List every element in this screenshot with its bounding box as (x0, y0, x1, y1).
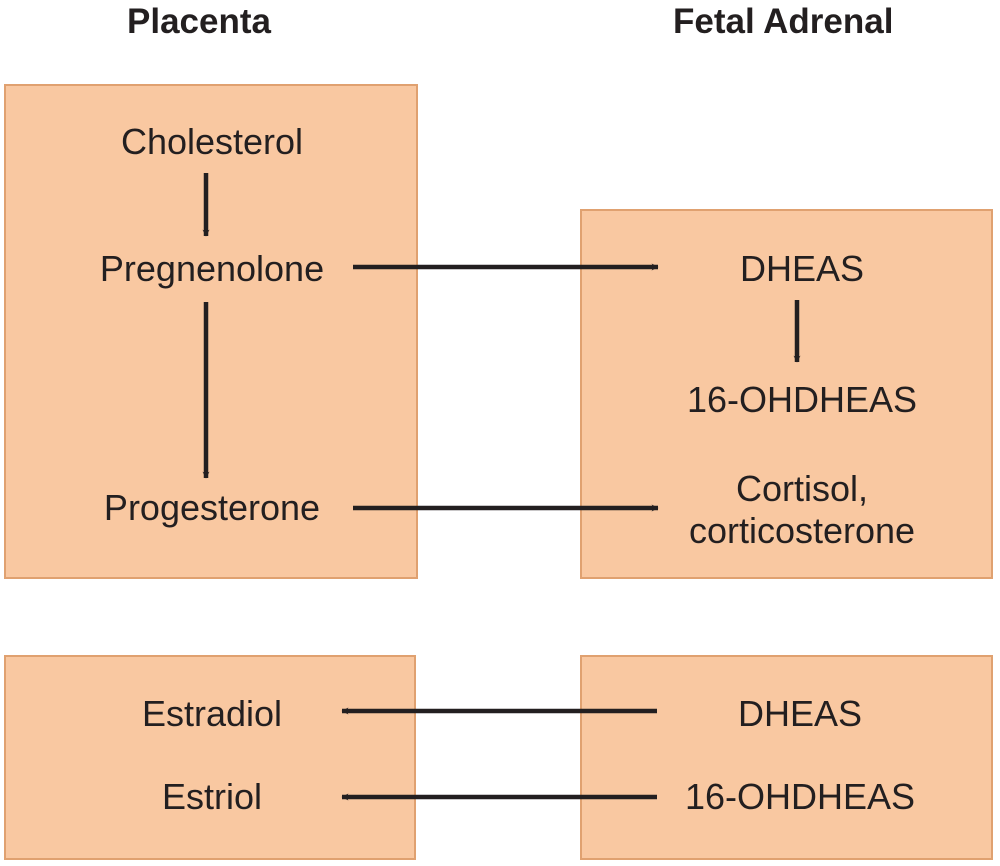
placenta-header: Placenta (127, 2, 271, 41)
placenta-synthesis-box (4, 84, 418, 579)
dheas-label-bottom: DHEAS (737, 693, 863, 734)
ohdheas-label-bottom: 16-OHDHEAS (684, 776, 916, 817)
placenta-estrogen-box (4, 655, 416, 860)
ohdheas-label-top: 16-OHDHEAS (686, 379, 918, 420)
cholesterol-label: Cholesterol (120, 121, 304, 162)
cortisol-label-line2: corticosterone (688, 510, 916, 551)
estriol-label: Estriol (161, 776, 263, 817)
cortisol-label: Cortisol, corticosterone (689, 468, 915, 552)
fetal-adrenal-precursor-box (580, 655, 993, 860)
progesterone-label: Progesterone (103, 487, 321, 528)
fetal-adrenal-header: Fetal Adrenal (673, 2, 894, 41)
pregnenolone-label: Pregnenolone (99, 248, 325, 289)
fetal-adrenal-synthesis-box (580, 209, 993, 579)
cortisol-label-line1: Cortisol, (735, 468, 869, 509)
dheas-label-top: DHEAS (739, 248, 865, 289)
estradiol-label: Estradiol (141, 693, 283, 734)
